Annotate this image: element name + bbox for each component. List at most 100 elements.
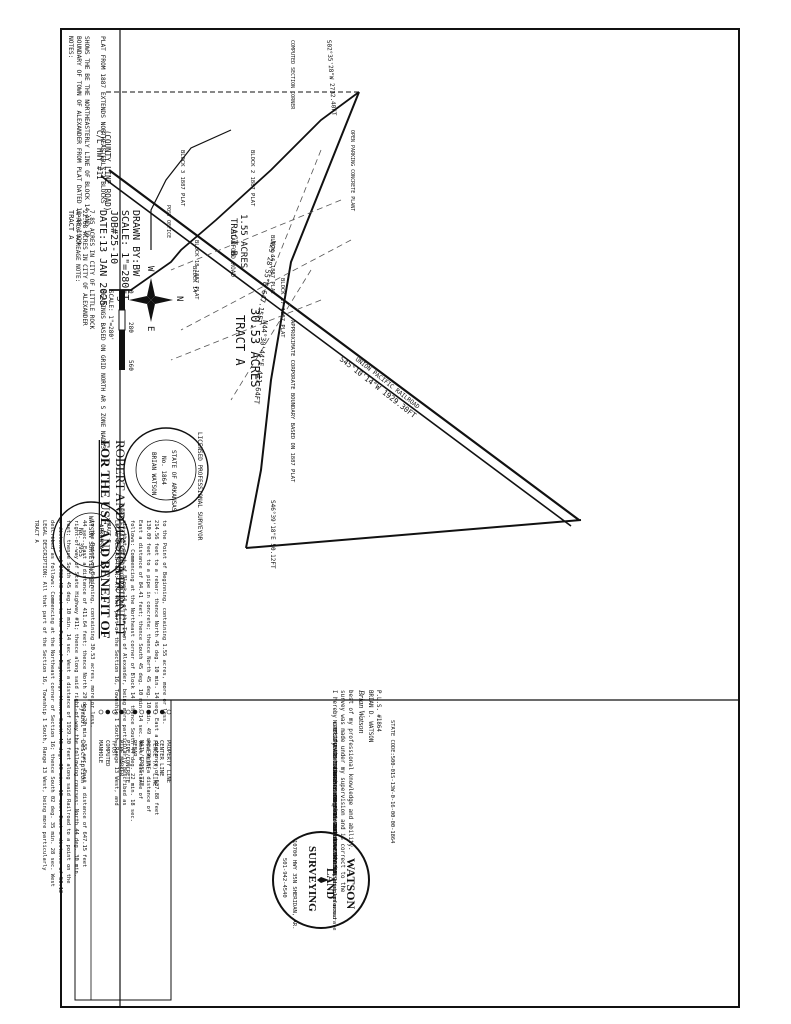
legend-item: POWERLINE	[145, 740, 151, 770]
logo-address: 10700 HWY 35N SHERIDAN, AR.	[291, 840, 297, 929]
note2-head: NOTE:	[331, 720, 337, 736]
pls-seal-name: BRIAN WATSON	[150, 452, 157, 496]
watson-logo: WATSON LAND SURVEYING 10700 HWY 35N SHER…	[272, 831, 370, 929]
legend-symbol-icon	[98, 709, 104, 715]
scale-tick-280: 280	[127, 322, 134, 333]
legend-item: TPOST	[111, 740, 117, 757]
legal-b-l2: follows: Commencing at the Northeast cor…	[129, 520, 135, 822]
pls-seal-ring: LICENSED PROFESSIONAL SURVEYOR	[196, 432, 203, 541]
note2-l5: COUNCIL	[331, 760, 337, 783]
benefit-line2: ROBERT AND JESSICA BURNETT	[113, 440, 128, 637]
legend-symbol-icon	[159, 709, 165, 715]
coa-seal-ring: CERTIFICATE OF AUTHORIZATION	[117, 504, 124, 606]
pls-seal-number: No. 1864	[160, 456, 167, 485]
block3-label: BLOCK 3 1887 PLAT	[179, 150, 185, 207]
coa-seal-number: No. 3955	[77, 528, 84, 557]
sheet-border	[60, 28, 740, 1008]
tract-a-north-line	[245, 91, 360, 549]
legend-item: REBAR	[131, 740, 137, 757]
cert-name: BRIAN D. WATSON	[367, 690, 373, 743]
computed-corner-label: COMPUTED SECTION CORNER	[289, 40, 295, 110]
job-number: JOB#25-10	[108, 210, 119, 264]
note2-l7: for easements or other records that an a…	[331, 778, 337, 931]
legend-symbol-icon	[105, 709, 111, 715]
block-line-5	[170, 299, 322, 361]
note2-l1: ORDINANCE 2013-2 RECORDED IN INST #20130…	[331, 728, 337, 874]
legend-item: FENCE (X) LINE	[151, 740, 157, 786]
legend-item: MANHOLE	[97, 740, 103, 763]
legend-symbol-icon	[153, 709, 158, 715]
legend-title: Symbol	[79, 704, 87, 728]
note2-l4: OF ORDINANCE TO FROM MAYOR OF CITY	[331, 752, 337, 863]
tract-a-east-line	[245, 519, 582, 549]
notes-line4: PLAT FROM 1887 EXTENDS NORTHEASTERLY 2 B…	[99, 36, 106, 204]
legal-a-head2: LEGAL DESCRIPTION: All that part of the …	[41, 520, 47, 871]
legal-a-l1: described as follows: Commencing at the …	[49, 520, 55, 887]
cert-pls: P.L.S. #1864	[375, 690, 381, 732]
logo-phone: 501-942-4540	[281, 858, 287, 898]
pls-seal: LICENSED PROFESSIONAL SURVEYOR STATE OF …	[123, 427, 209, 541]
legal-a-l5: 44 sec. East a distance of 411.64 feet; …	[81, 520, 87, 867]
block16-label: BLOCK 16 1887 PLAT	[269, 235, 275, 295]
legend-symbol-icon	[132, 709, 138, 715]
legal-a-head1: TRACT A	[33, 520, 39, 543]
tract-note-1: TRACT A	[67, 210, 75, 240]
tract-b-line	[150, 129, 232, 250]
county-road-label: (COUNTY LINE ROAD)	[103, 130, 112, 211]
job-date: DATE:13 JAN 2025	[97, 210, 108, 306]
block-line-3	[180, 239, 352, 331]
note2-l8: and current title search may disclose.	[331, 786, 337, 909]
hwy-label: C/L HWY #11	[95, 130, 104, 180]
highway-row-line	[109, 91, 360, 291]
legal-description-a: TRACT A LEGAL DESCRIPTION: All that part…	[33, 520, 95, 893]
cert-l1: I hereby certify that the hereon plat an…	[331, 690, 337, 868]
legal-b-l5: 214.56 feet to a rebar; thence North 45 …	[153, 520, 159, 815]
legal-description-b: TRACT B LEGAL DESCRIPTION: All that part…	[105, 520, 167, 822]
tract-note-3: 22.68 ACRES IN CITY OF ALEXANDER	[81, 210, 88, 326]
open-parking-label: OPEN PARKING CONCRETE PLANT	[349, 130, 355, 211]
legal-b-head2: LEGAL DESCRIPTION: All that part of the …	[113, 520, 119, 806]
scale-bar: BEARINGS BASED ON GRID NORTH AR S ZONE N…	[99, 290, 134, 449]
legend-desc-header: Description	[79, 740, 87, 783]
logo-name: WATSON	[344, 858, 358, 909]
legend-symbol-icon	[112, 709, 117, 715]
legal-b-l6: to the Point of Beginning, containing 1.…	[161, 520, 167, 724]
rail-bearing: S45°10'14"W 1929.30FT	[338, 354, 419, 420]
legend-symbol-icon	[139, 709, 145, 715]
legend-symbol-icon	[125, 709, 131, 715]
scale-tick-560: 560	[127, 360, 134, 371]
tract-note-2: APPROX ACREAGE NOTE:	[74, 210, 81, 282]
block2-label: BLOCK 2 1887 PLAT	[249, 150, 255, 207]
note2-l6: No investigation or other search was per…	[331, 770, 337, 919]
block18-label: BLOCK 18 1887 PLAT	[193, 240, 199, 300]
block-line-4	[230, 269, 312, 401]
compass-east: E	[145, 326, 155, 331]
bearings-note: BEARINGS BASED ON GRID NORTH AR S ZONE N…	[99, 290, 106, 449]
logo-surveying: SURVEYING	[306, 846, 318, 912]
tract-b-acres: 1.55 ACRES	[238, 214, 248, 268]
notes-line2: BOUNDARY OF TOWN OF ALEXANDER FROM PLAT …	[75, 36, 82, 245]
tract-a-label: TRACT A	[233, 315, 247, 366]
legal-a-l4: right-of-way of State Highway #11; thenc…	[73, 520, 79, 877]
legend-item: COMPUTED	[104, 740, 110, 767]
legend-item: NAIL/CROSS TIE	[138, 740, 144, 786]
compass-west: W	[145, 266, 155, 272]
tract-a-acres: 30.53 ACRES	[248, 308, 262, 387]
scale-text: SCALE: 1"=280'	[107, 290, 114, 341]
legend-symbol-icon	[146, 709, 151, 715]
logo-land: LAND	[324, 868, 336, 899]
state-code: STATE CODE:500-01S-13W-0-16-00-00-1864	[389, 720, 395, 843]
bearing-corner: S46°39'18"E 50.12FT	[269, 500, 276, 569]
legend-item: PIPE MARKER	[117, 740, 123, 777]
legend-item: PIPE/CONCRETE	[124, 740, 130, 783]
legal-a-l6: to the Point of Beginning, containing 30…	[89, 520, 95, 728]
tract-b-label: TRACT B	[228, 218, 238, 256]
block17-label: BLOCK 17 1887 PLAT	[279, 278, 285, 338]
railroad-boundary-line	[108, 169, 580, 521]
railroad-label: UNION PACIFIC RAILROAD	[354, 356, 421, 411]
legal-b-l3: East a distance of 84.41 feet; thence So…	[137, 520, 143, 799]
notes-line1: NOTES:	[67, 36, 74, 58]
stanford-road-label: STANFORD ROAD	[229, 230, 236, 277]
